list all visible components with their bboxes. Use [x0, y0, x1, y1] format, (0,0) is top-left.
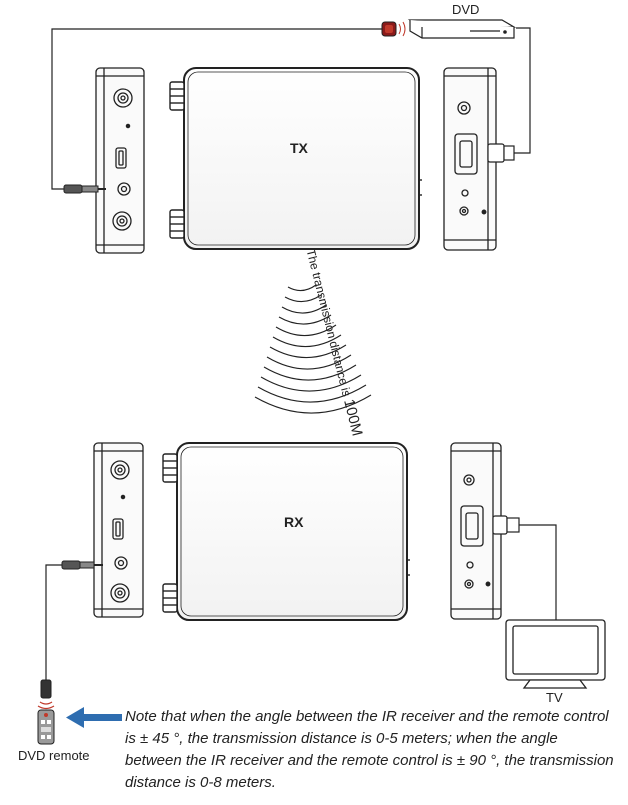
tx-side-panel — [95, 67, 145, 254]
jack-plug-icon — [61, 560, 103, 570]
remote-control-icon — [37, 709, 55, 745]
dvd-remote-label: DVD remote — [18, 748, 90, 763]
hdmi-port-icon — [115, 147, 127, 169]
tx-device — [169, 67, 422, 250]
antenna-connector-icon — [112, 211, 132, 231]
hdmi-port-icon — [112, 518, 124, 540]
dvd-label: DVD — [452, 2, 480, 17]
antenna-connector-icon — [110, 460, 130, 480]
antenna-connector-icon — [113, 88, 133, 108]
ir-angle-note: Note that when the angle between the IR … — [125, 708, 614, 791]
tx-right-panel — [443, 67, 497, 251]
tx-label: TX — [290, 140, 308, 156]
tv-label: TV — [546, 690, 563, 705]
hdmi-port-icon — [454, 133, 478, 175]
tv — [505, 619, 606, 689]
ir-emitter-icon — [381, 21, 406, 37]
wireless-signal-icon — [254, 284, 372, 414]
hdmi-plug-icon — [492, 515, 520, 535]
ir-receiver-icon — [37, 679, 55, 710]
arrow-left-icon — [66, 707, 122, 728]
rx-right-panel — [450, 442, 502, 620]
rx-label: RX — [284, 514, 304, 530]
jack-plug-icon — [63, 184, 106, 194]
rx-side-panel — [93, 442, 144, 618]
dvd-player — [407, 19, 517, 39]
antenna-connector-icon — [110, 583, 130, 603]
hdmi-port-icon — [460, 505, 484, 547]
ir-receiver-icon — [114, 556, 128, 570]
rx-device — [162, 442, 410, 621]
hdmi-plug-icon — [487, 143, 515, 163]
